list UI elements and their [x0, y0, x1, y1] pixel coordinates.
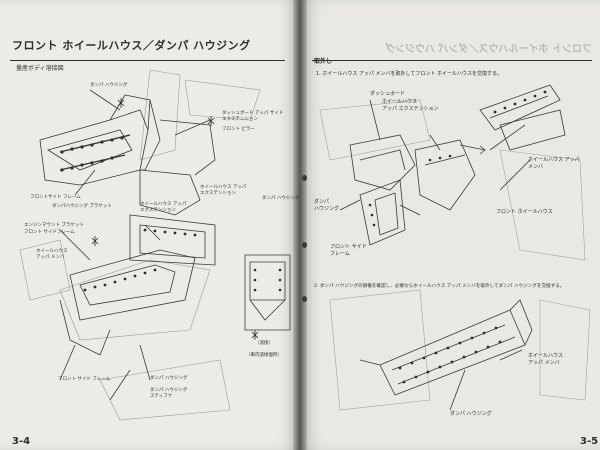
label-damper: ダンパ	[314, 199, 330, 205]
label-damper-bracket: ダンパハウジング ブラケット	[52, 204, 112, 209]
label-wheelhouse-upper-2: ホイールハウス アッパ	[140, 202, 187, 207]
label-stiffener: スティフナ	[150, 394, 173, 399]
label-engine-mount-bracket: エンジンマウント ブラケット	[24, 223, 84, 228]
label-extension-2: エクステンション	[200, 191, 236, 196]
label-front-side-frame-2: フロント サイドフレーム	[24, 230, 75, 235]
label-damper-housing-4: ダンパ ハウジング	[150, 388, 188, 393]
page-number-right: 3-5	[580, 436, 599, 447]
label-dashboard: ダッシュボード	[370, 91, 406, 97]
page-title: フロント ホイールハウス／ダンパ ハウジング	[12, 39, 251, 52]
label-upper-member-r: アッパ メンバ	[528, 360, 560, 366]
label-extension-1: エクステンション	[222, 117, 258, 122]
label-damper-housing-2: ダンパ ハウジング	[262, 196, 300, 201]
label-frame: フレーム	[330, 251, 350, 257]
label-front-side-frame-1: フロントサイド フレーム	[30, 195, 81, 200]
label-damper-housing-r: ダンパ ハウジング	[450, 411, 492, 417]
section-rule	[312, 60, 592, 61]
label-front-side: フロント サイド	[330, 244, 367, 250]
title-rule	[10, 60, 285, 61]
label-wheelhouse: ホイールハウス	[36, 249, 68, 254]
section-title: 取外し	[314, 58, 333, 65]
label-wheelhouse-upper-r: ホイールハウス アッパ	[528, 157, 580, 163]
label-member: メンバ	[528, 164, 544, 170]
binder-hole-1	[302, 175, 307, 181]
label-wheelhouse-upper-1: ホイールハウス アッパ	[200, 185, 247, 190]
label-dashboard-upper-side: ダッシュボード アッパ サイド	[222, 111, 284, 116]
instruction-2: 2. ダンパ ハウジングの損傷を確認し、必要ならホイールハウス アッパ メンバを…	[314, 284, 565, 289]
label-upper-member: アッパ メンバ	[36, 255, 65, 260]
right-body-diagram	[319, 84, 591, 411]
right-page: フロント ホイールハウス／ダンパ ハウジング 取外し 1. ホイールハウス アッ…	[300, 0, 600, 450]
label-front-wheelhouse: フロント ホイールハウス	[496, 209, 553, 215]
label-weld: （溶接）	[255, 341, 273, 346]
label-wheelhouse-r: ホイールハウス	[382, 99, 418, 105]
section-subtitle: 量産ボディ溶接図	[16, 65, 64, 72]
page-number-left: 3-4	[12, 436, 31, 447]
label-inside-weld-points: （車内溶接個所）	[246, 353, 282, 358]
binder-hole-3	[302, 296, 307, 302]
left-page: フロント ホイールハウス／ダンパ ハウジング 量産ボディ溶接図	[0, 0, 300, 450]
label-damper-housing: ダンパ ハウジング	[90, 83, 128, 88]
binding-gutter	[293, 0, 307, 450]
label-front-side-frame-3: フロント サイド フレーム	[58, 377, 111, 382]
label-housing: ハウジング	[314, 206, 340, 212]
label-damper-housing-3: ダンパ ハウジング	[150, 376, 188, 381]
binder-hole-2	[302, 242, 307, 248]
label-upper-extension: アッパ エクステンション	[382, 106, 439, 112]
instruction-1: 1. ホイールハウス アッパ メンバを取外してフロント ホイールハウスを交換する…	[316, 71, 502, 77]
left-body-diagram	[19, 69, 291, 421]
label-extension-3: エクステンション	[140, 208, 176, 213]
label-front-pillar: フロント ピラー	[222, 127, 255, 132]
label-wheelhouse-r2: ホイールハウス	[528, 353, 564, 359]
